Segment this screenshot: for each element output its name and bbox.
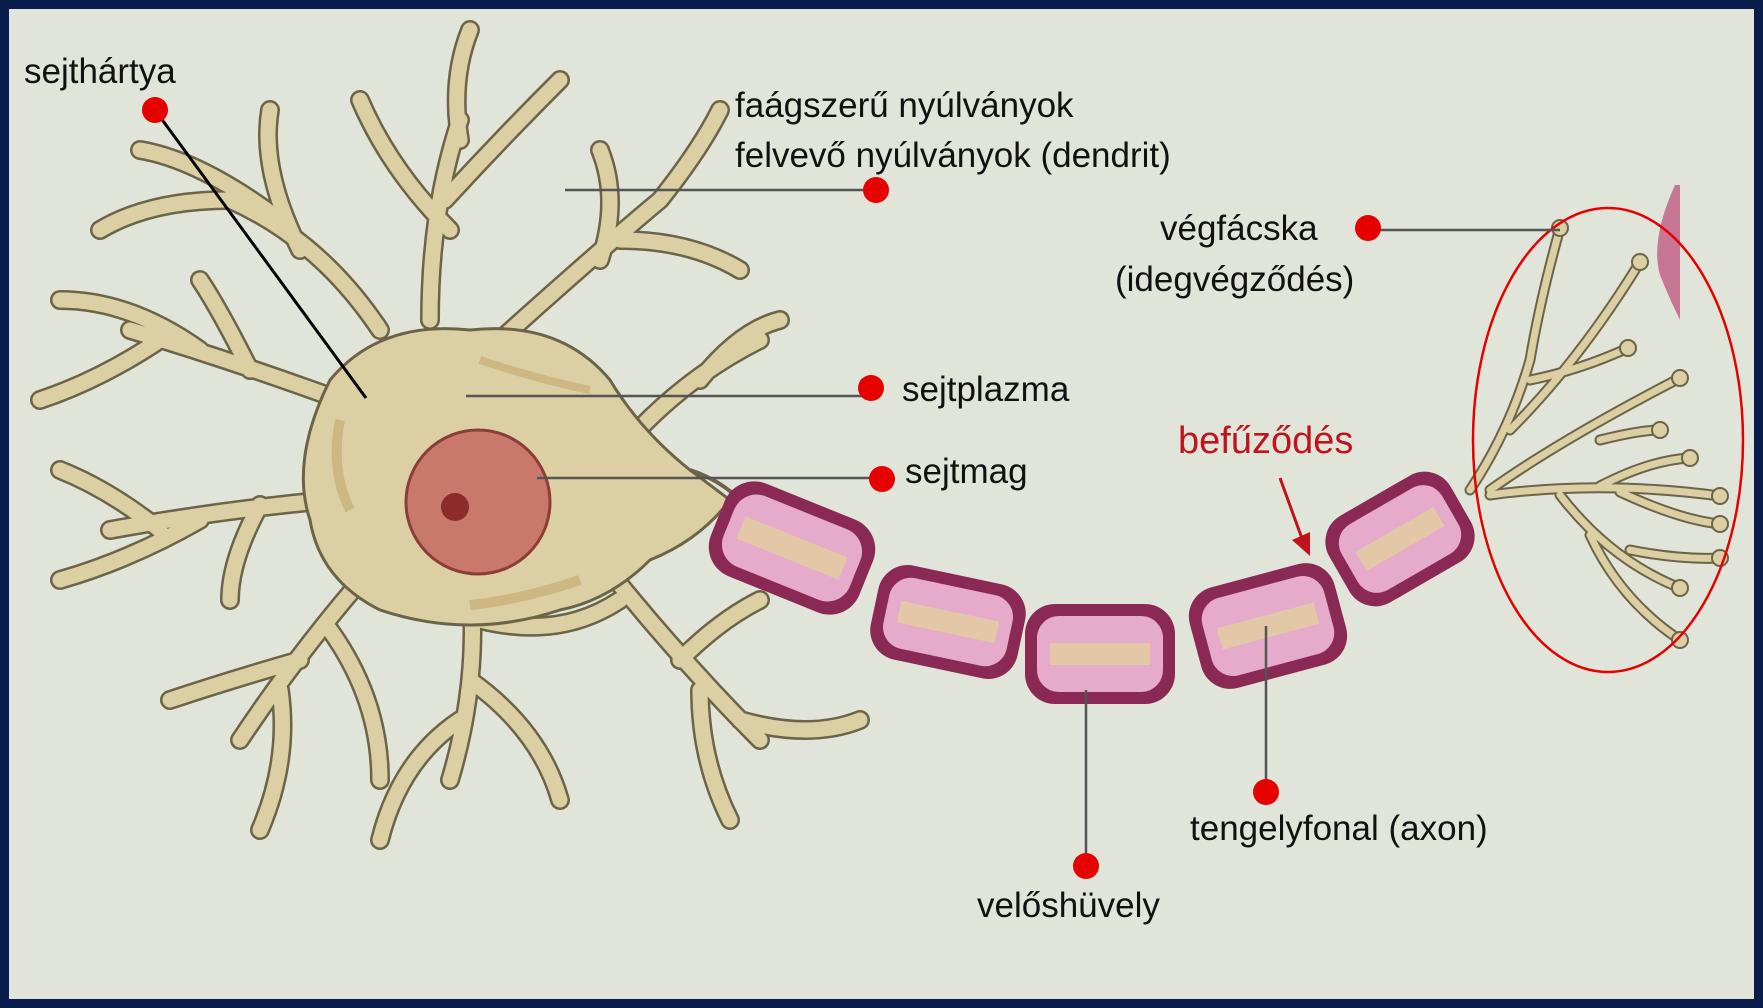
label-tengelyfonal: tengelyfonal (axon): [1190, 807, 1488, 851]
target-cell: [1657, 185, 1680, 320]
label-dendrit-line1: faágszerű nyúlványok: [735, 84, 1074, 128]
marker-dot-vegfacska: [1355, 215, 1381, 241]
nucleolus: [441, 493, 469, 521]
marker-dot-tengelyfonal: [1253, 779, 1279, 805]
label-sejtplazma: sejtplazma: [902, 368, 1069, 412]
nucleus: [406, 430, 550, 574]
label-befuzodes: befűződés: [1178, 418, 1353, 466]
marker-dot-dendrit: [863, 177, 889, 203]
label-dendrit-line2: felvevő nyúlványok (dendrit): [735, 134, 1171, 178]
marker-dot-sejtmag: [869, 466, 895, 492]
label-veloshuvely: velőshüvely: [977, 884, 1160, 928]
marker-dot-sejthartya: [142, 97, 168, 123]
marker-dot-sejtplazma: [858, 375, 884, 401]
marker-dot-veloshuvely: [1073, 853, 1099, 879]
label-sejthartya: sejthártya: [24, 50, 176, 94]
label-vegfacska-line2: (idegvégződés): [1115, 258, 1354, 302]
befuzodes-arrow: [1280, 478, 1310, 556]
myelin-sheath: [699, 461, 1486, 704]
label-sejtmag: sejtmag: [905, 450, 1028, 494]
label-vegfacska-line1: végfácska: [1160, 207, 1318, 251]
